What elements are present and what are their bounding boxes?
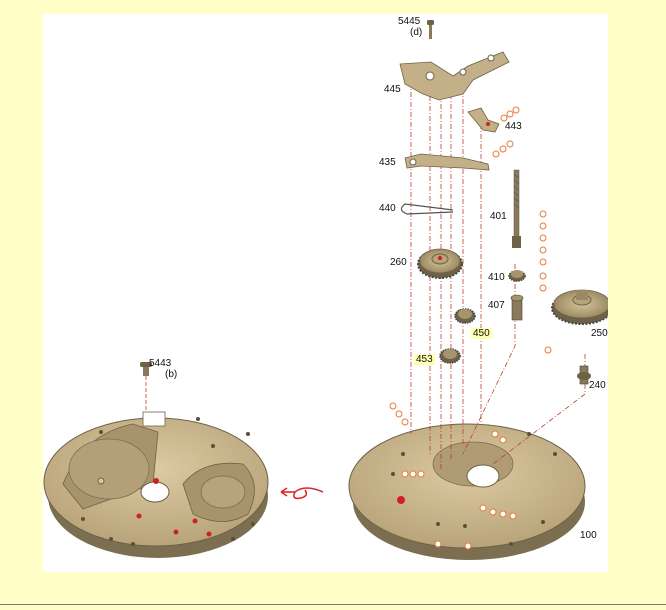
left-mainplate xyxy=(43,411,269,558)
label-443: 443 xyxy=(505,121,522,132)
lever-443 xyxy=(467,107,500,133)
screw-5443 xyxy=(140,362,152,412)
label-445: 445 xyxy=(384,84,401,95)
spring-440 xyxy=(400,203,454,215)
bottom-rule xyxy=(0,604,666,605)
label-240: 240 xyxy=(589,380,606,391)
label-250: 250 xyxy=(591,328,608,339)
diagram-canvas: 5445 (d) 445 443 435 440 401 260 410 407… xyxy=(43,14,608,572)
label-435: 435 xyxy=(379,157,396,168)
gear-260 xyxy=(417,248,463,279)
pinion-407 xyxy=(510,294,524,321)
wheel-453 xyxy=(439,348,461,364)
label-407: 407 xyxy=(488,300,505,311)
label-5445: 5445 xyxy=(398,16,421,27)
label-440: 440 xyxy=(379,203,396,214)
label-410: 410 xyxy=(488,272,505,283)
label-260: 260 xyxy=(390,257,407,268)
movement-exploded-view xyxy=(43,20,608,560)
lever-435 xyxy=(404,153,490,171)
label-100: 100 xyxy=(580,530,597,541)
label-5445-sub: (d) xyxy=(410,27,423,38)
gear-250 xyxy=(551,289,608,325)
pinion-240 xyxy=(577,365,591,385)
label-5443: 5443 xyxy=(149,358,172,369)
label-5443-sub: (b) xyxy=(165,369,178,380)
wheel-450 xyxy=(454,308,476,324)
label-450: 450 xyxy=(471,328,492,339)
assembly-arrow xyxy=(293,487,324,500)
bridge-445 xyxy=(399,51,510,101)
label-401: 401 xyxy=(490,211,507,222)
winding-stem-401 xyxy=(512,169,521,248)
mainplate-100 xyxy=(348,423,586,560)
screw-5445 xyxy=(427,20,434,39)
pinion-410 xyxy=(508,270,526,282)
oil-markers xyxy=(389,106,552,550)
label-453: 453 xyxy=(414,354,435,365)
